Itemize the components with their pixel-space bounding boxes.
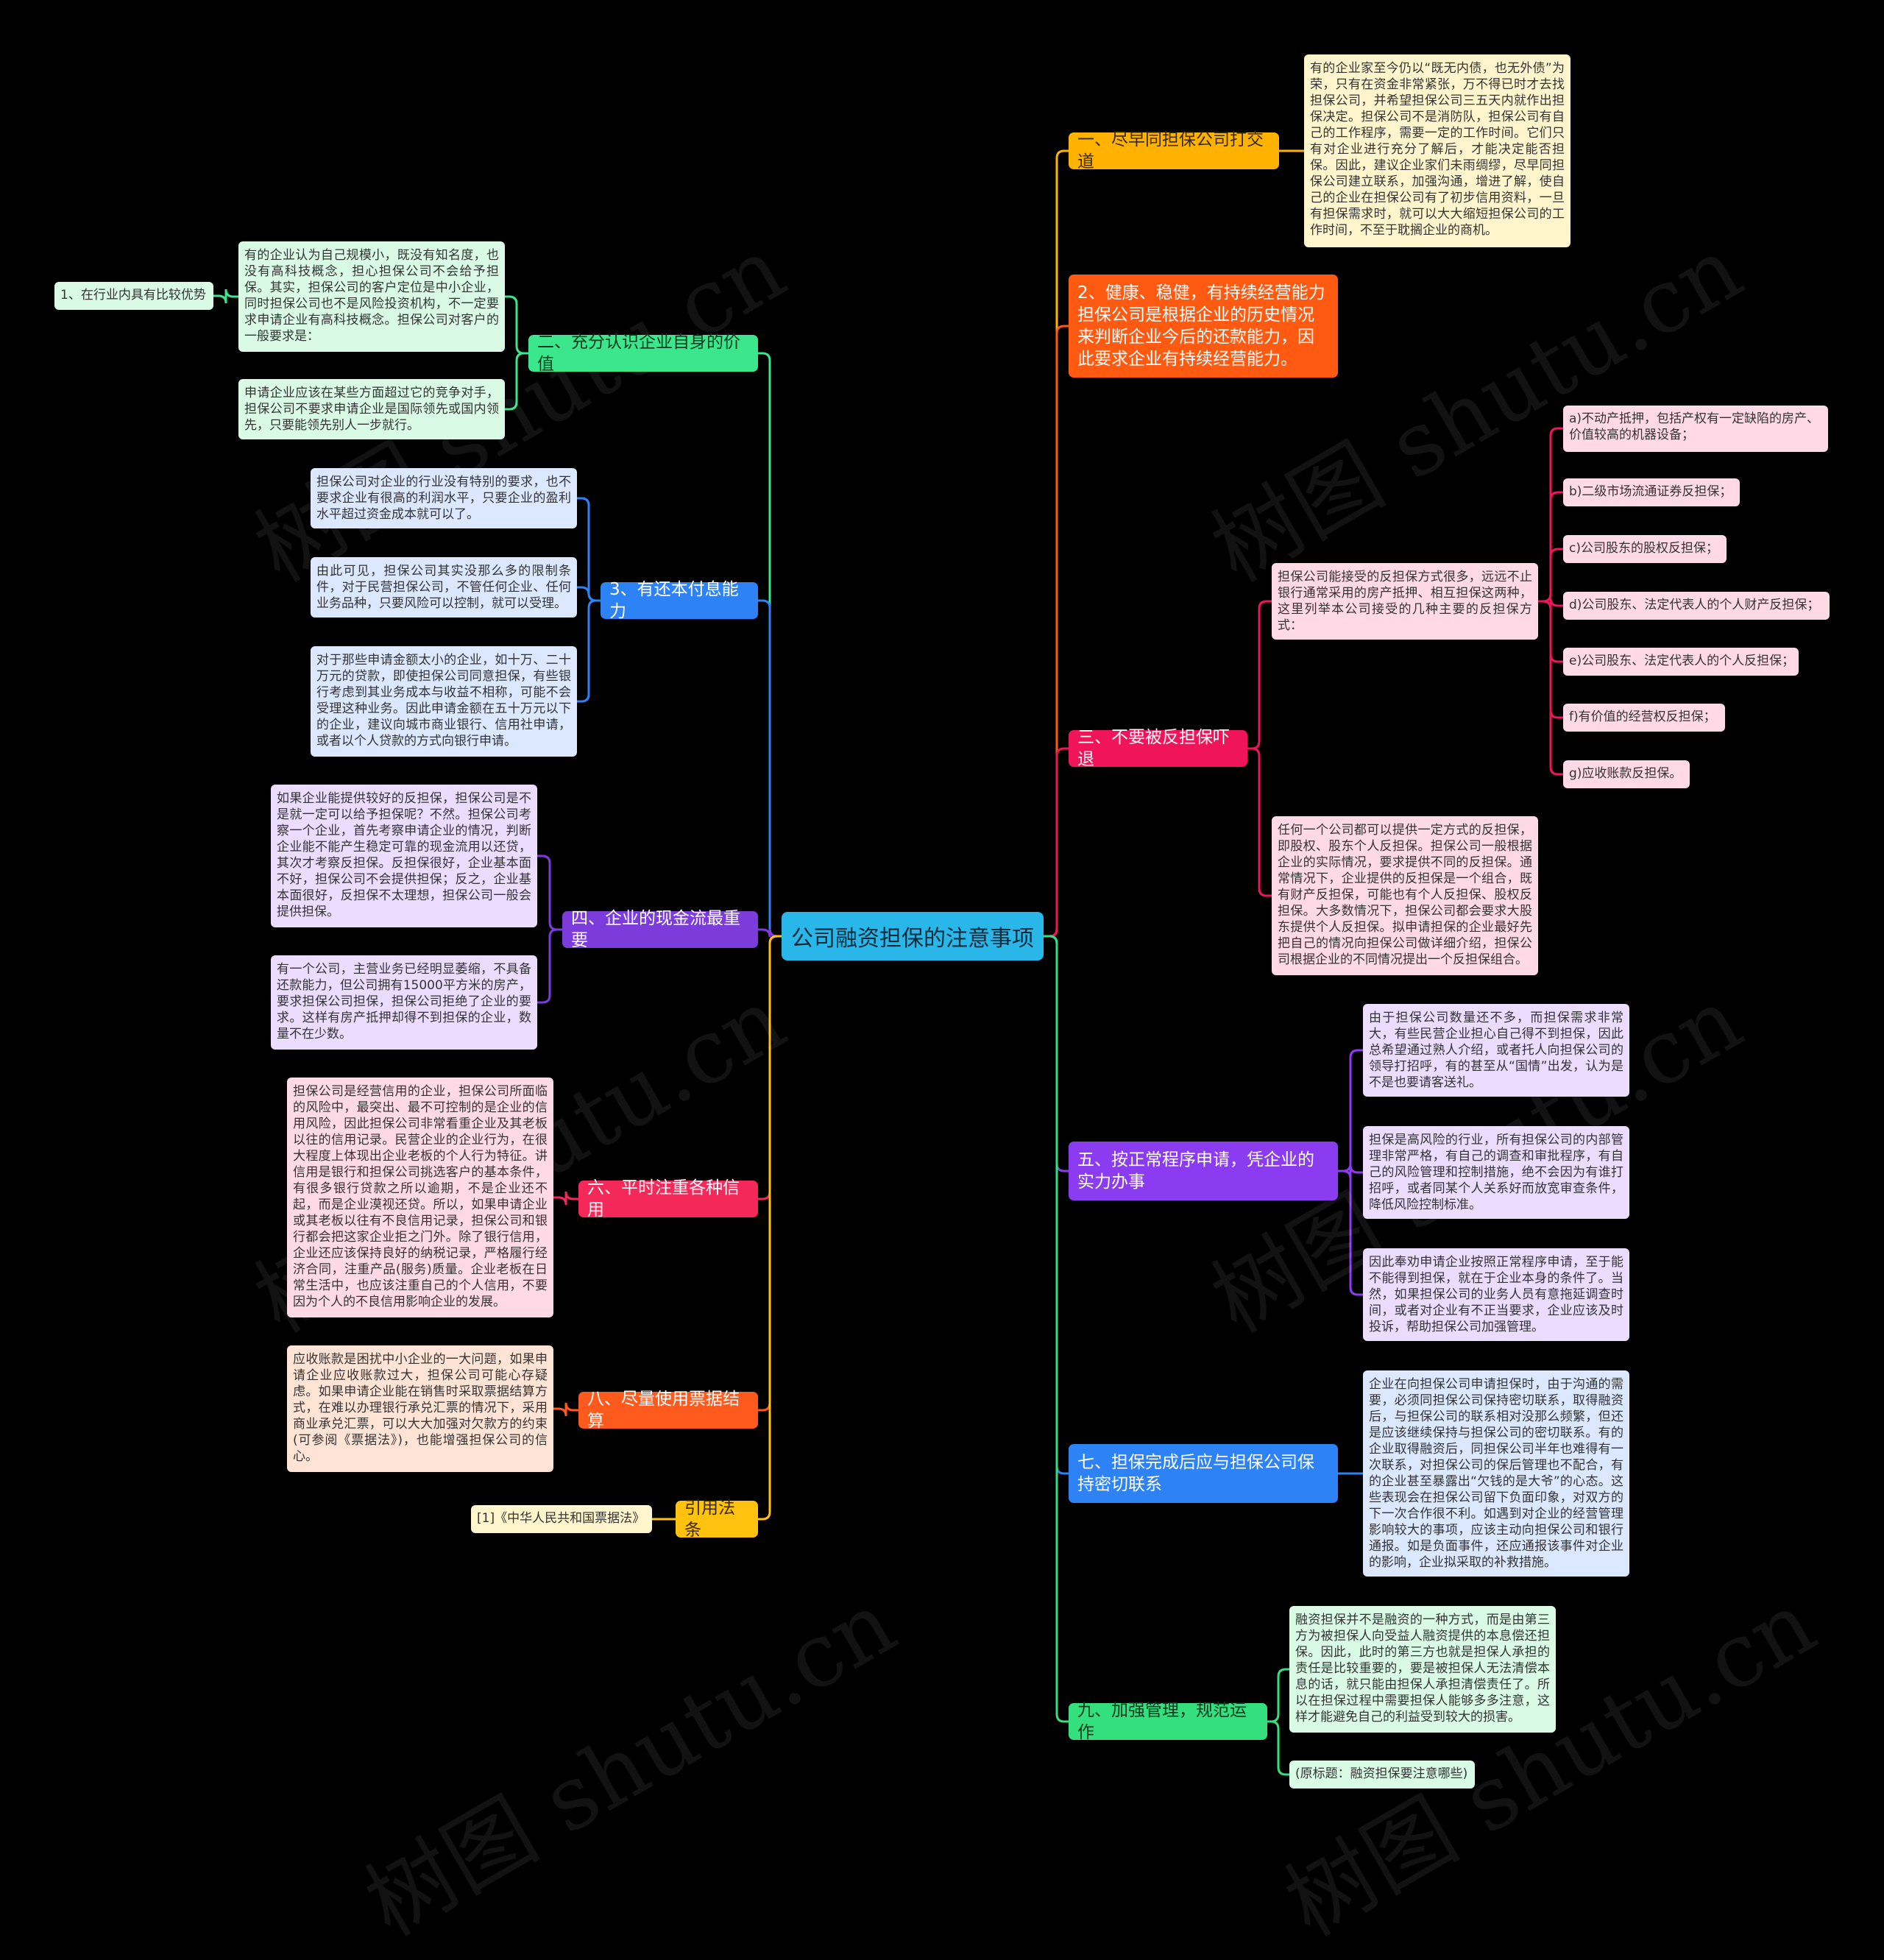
note-right-3b: 任何一个公司都可以提供一定方式的反担保，即股权、股东个人反担保。担保公司一般根据… xyxy=(1272,816,1538,975)
connector-line xyxy=(1267,1668,1289,1723)
connector-line xyxy=(1267,1720,1289,1776)
branch-left-4[interactable]: 四、企业的现金流最重要 xyxy=(562,909,758,950)
note-left-3a: 担保公司对企业的行业没有特别的要求，也不要求企业有很高的利润水平，只要企业的盈利… xyxy=(311,468,577,528)
connector-line xyxy=(1044,935,1069,1723)
connector-line xyxy=(577,599,601,703)
branch-left-2[interactable]: 二、充分认识企业自身的价值 xyxy=(528,333,758,374)
connector-line xyxy=(537,855,562,931)
note-right-1: 有的企业家至今仍以“既无内债，也无外债”为荣，只有在资金非常紧张，万不得已时才去… xyxy=(1304,54,1570,247)
branch-left-8[interactable]: 八、尽量使用票据结算 xyxy=(578,1390,758,1431)
branch-right-7[interactable]: 七、担保完成后应与担保公司保持密切联系 xyxy=(1069,1444,1338,1503)
branch-right-1[interactable]: 一、尽早同担保公司打交道 xyxy=(1069,130,1279,171)
note-right-5a: 由于担保公司数量还不多，而担保需求非常大，有些民营企业担心自己得不到担保，因此总… xyxy=(1363,1004,1629,1097)
connector-line xyxy=(505,352,528,411)
branch-left-law[interactable]: 引用法条 xyxy=(676,1499,758,1540)
note-left-3c: 对于那些申请金额太小的企业，如十万、二十万元的贷款，即使担保公司同意担保，有些银… xyxy=(311,646,577,757)
note-left-4a: 如果企业能提供较好的反担保，担保公司是不是就一定可以给予担保呢？不然。担保公司考… xyxy=(271,785,537,927)
note-left-2b: 申请企业应该在某些方面超过它的竞争对手，担保公司不要求申请企业是国际领先或国内领… xyxy=(238,379,505,439)
center-topic[interactable]: 公司融资担保的注意事项 xyxy=(782,912,1044,960)
counter-guarantee-item: c)公司股东的股权反担保； xyxy=(1563,535,1727,563)
connector-line xyxy=(577,497,601,602)
counter-guarantee-item: a)不动产抵押，包括产权有一定缺陷的房产、价值较高的机器设备； xyxy=(1563,406,1828,452)
tag-left-law: [1]《中华人民共和国票据法》 xyxy=(471,1505,652,1533)
counter-guarantee-item: f)有价值的经营权反担保； xyxy=(1563,704,1725,732)
branch-right-2[interactable]: 2、健康、稳健，有持续经营能力担保公司是根据企业的历史情况来判断企业今后的还款能… xyxy=(1069,275,1338,378)
connector-line xyxy=(1538,548,1563,603)
tag-right-9: (原标题：融资担保要注意哪些) xyxy=(1289,1761,1475,1789)
connector-line xyxy=(1338,1170,1363,1296)
note-left-4b: 有一个公司，主营业务已经明显萎缩，不具备还款能力，但公司拥有15000平方米的房… xyxy=(271,955,537,1050)
connector-line xyxy=(1247,600,1272,750)
note-right-5c: 因此奉劝申请企业按照正常程序申请，至于能不能得到担保，就在于企业本身的条件了。当… xyxy=(1363,1248,1629,1341)
note-left-8: 应收账款是困扰中小企业的一大问题，如果申请企业应收账款过大，担保公司可能心存疑虑… xyxy=(287,1345,553,1472)
branch-right-3[interactable]: 三、不要被反担保吓退 xyxy=(1069,728,1247,769)
counter-guarantee-item: b)二级市场流通证券反担保； xyxy=(1563,478,1740,506)
connector-line xyxy=(553,1191,578,1206)
connector-line xyxy=(1247,747,1272,897)
branch-right-9[interactable]: 九、加强管理，规范运作 xyxy=(1069,1701,1267,1742)
connector-line xyxy=(505,295,528,355)
connector-line xyxy=(1538,600,1563,776)
branch-left-3[interactable]: 3、有还本付息能力 xyxy=(601,580,758,621)
note-left-3b: 由此可见，担保公司其实没那么多的限制条件，对于民营担保公司，不管任何企业、任何业… xyxy=(311,557,577,618)
connector-line xyxy=(213,289,238,304)
connector-line xyxy=(537,928,562,1004)
connector-line xyxy=(1338,1049,1363,1172)
note-right-3a: 担保公司能接受的反担保方式很多，远远不止银行通常采用的房产抵押、相互担保这两种，… xyxy=(1272,563,1538,640)
connector-line xyxy=(1044,747,1069,938)
note-left-2a: 有的企业认为自己规模小，既没有知名度，也没有高科技概念，担心担保公司不会给予担保… xyxy=(238,241,505,352)
connector-line xyxy=(758,935,782,1521)
counter-guarantee-item: e)公司股东、法定代表人的个人反担保； xyxy=(1563,648,1799,676)
note-left-6: 担保公司是经营信用的企业，担保公司所面临的风险中，最突出、最不可控制的是企业的信… xyxy=(287,1078,553,1317)
tag-left-2: 1、在行业内具有比较优势 xyxy=(54,282,213,310)
note-right-5b: 担保是高风险的行业，所有担保公司的内部管理非常严格，有自己的调查和审批程序，有自… xyxy=(1363,1126,1629,1219)
branch-right-5[interactable]: 五、按正常程序申请，凭企业的实力办事 xyxy=(1069,1142,1338,1200)
counter-guarantee-item: g)应收账款反担保。 xyxy=(1563,760,1690,788)
counter-guarantee-item: d)公司股东、法定代表人的个人财产反担保； xyxy=(1563,592,1830,620)
connector-line xyxy=(758,599,782,938)
connector-lines xyxy=(213,149,1563,1776)
note-right-7: 企业在向担保公司申请担保时，由于沟通的需要，必须同担保公司保持密切联系，取得融资… xyxy=(1363,1370,1629,1577)
connector-line xyxy=(553,1402,578,1417)
branch-left-6[interactable]: 六、平时注重各种信用 xyxy=(578,1178,758,1220)
note-right-9: 融资担保并不是融资的一种方式，而是由第三方为被担保人向受益人融资提供的本息偿还担… xyxy=(1289,1606,1556,1733)
